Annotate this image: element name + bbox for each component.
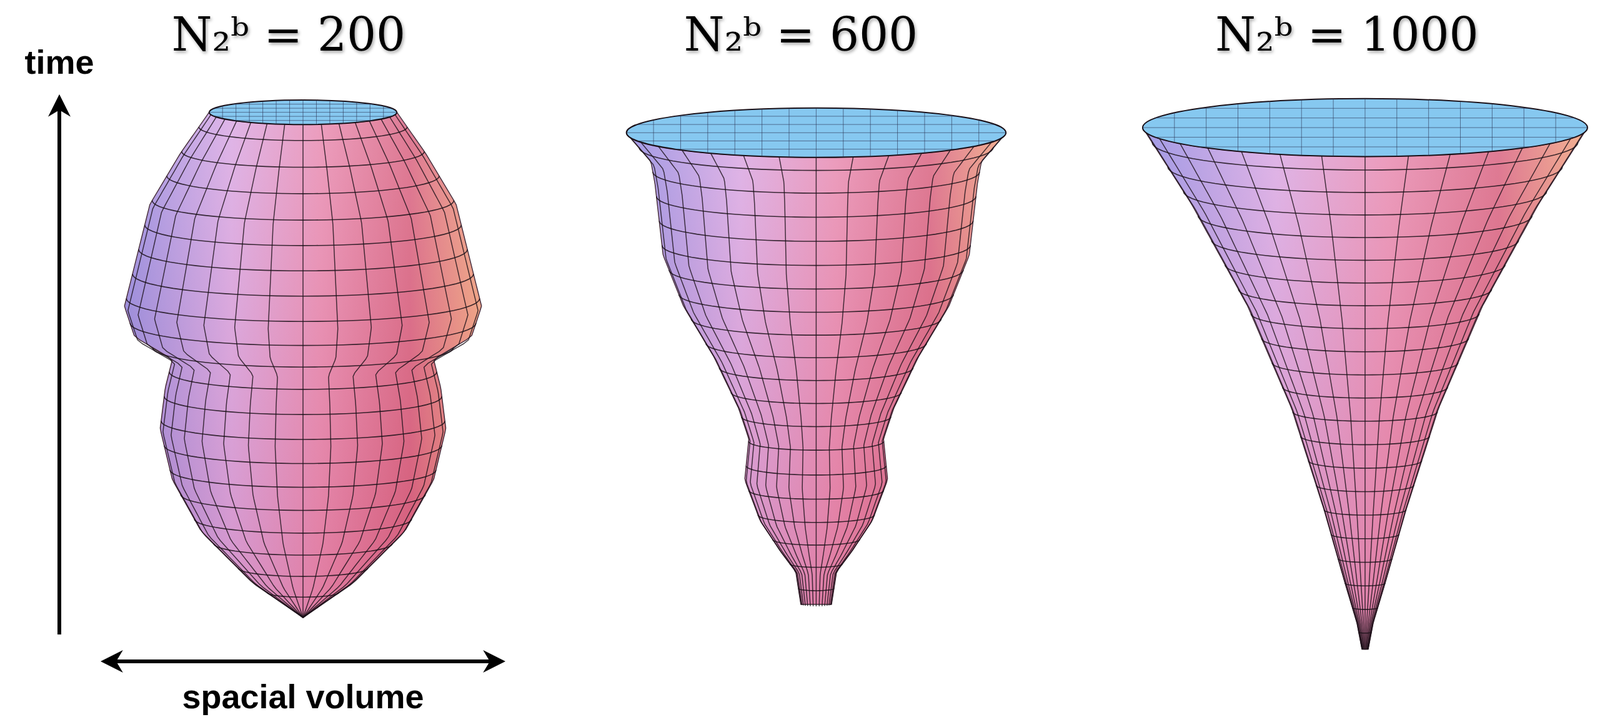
universe-surface [1142, 98, 1588, 650]
time-arrow [57, 98, 62, 635]
panel-title: N₂ᵇ = 600 [684, 7, 918, 62]
panel-title: N₂ᵇ = 200 [171, 7, 406, 62]
universe-surface [626, 108, 1006, 607]
panel-title: N₂ᵇ = 1000 [1215, 7, 1479, 62]
volume-arrow [104, 659, 502, 663]
axis-label: time [24, 42, 94, 82]
axis-label: spacial volume [181, 676, 424, 716]
universe-surface [124, 99, 482, 618]
